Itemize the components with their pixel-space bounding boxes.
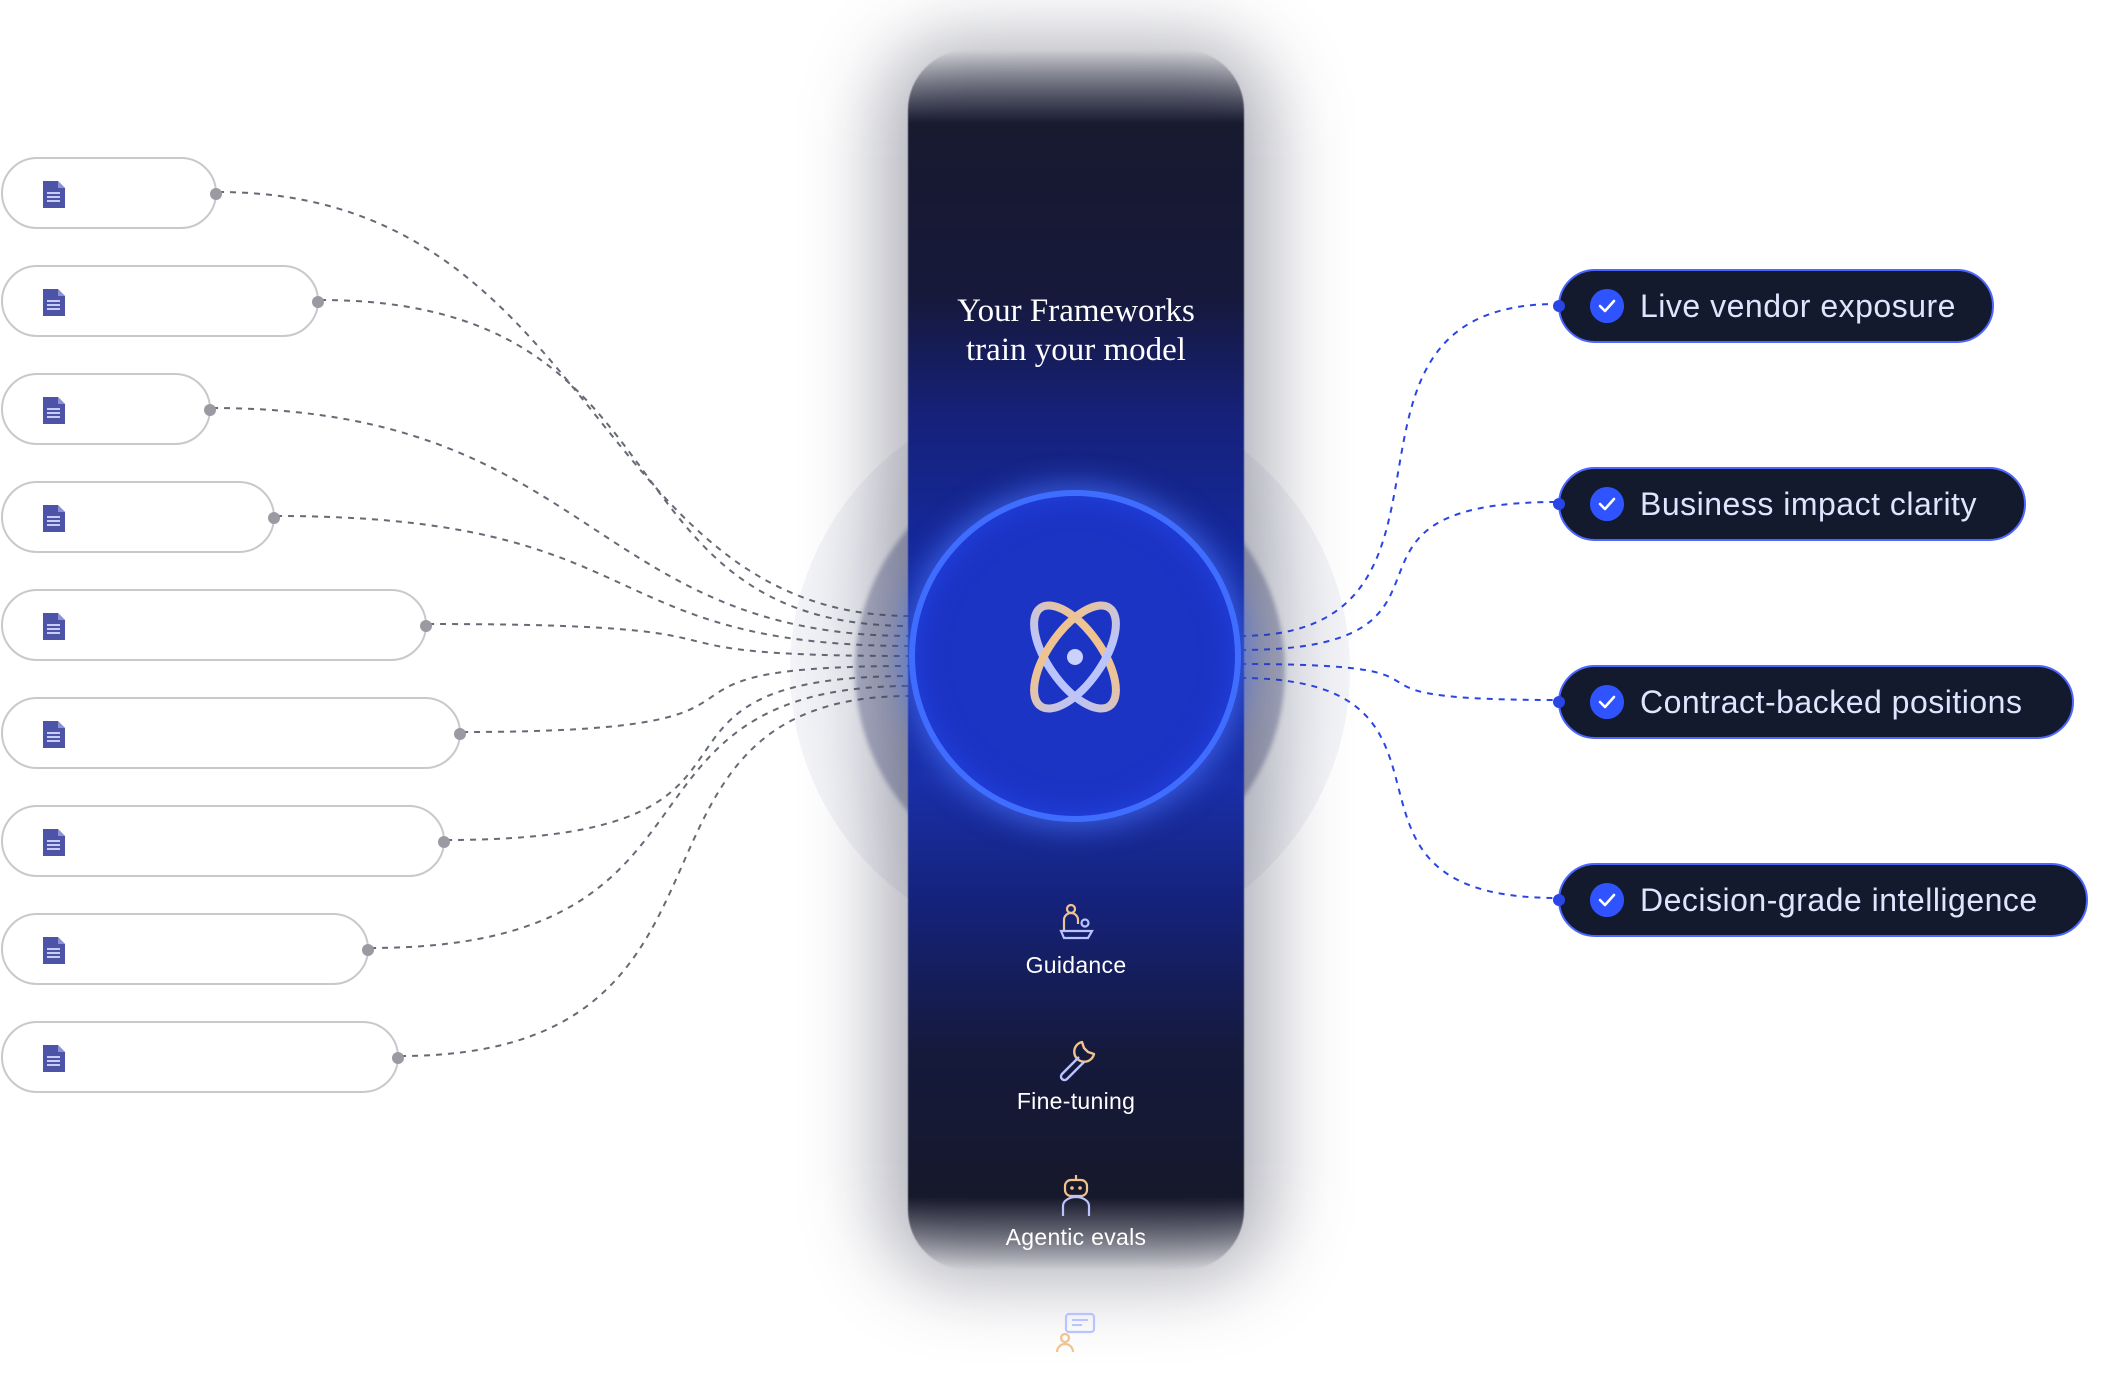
capability-label: Guidance [1025,952,1127,978]
document-icon [43,613,65,640]
connector-dot [1553,894,1565,906]
connector-dot [204,404,216,416]
outcome-label: Live vendor exposure [1640,288,1956,324]
document-icon [43,505,65,532]
source-connector [211,407,911,637]
check-icon [1590,883,1624,917]
capability-label: Fine-tuning [1016,1088,1136,1114]
wrench-icon [1059,1040,1096,1082]
outcome-label: Contract-backed positions [1640,684,2023,720]
capability-guidance: Guidance [908,900,1244,979]
connector-dot [1553,696,1565,708]
source-pill-1 [1,157,222,229]
column-title-line1: Your Frameworks [957,293,1195,329]
document-icon [43,937,65,964]
connector-dot [420,620,432,632]
source-connector [427,623,911,657]
document-icon [43,721,65,748]
source-pill-2 [1,265,324,337]
connector-dot [438,836,450,848]
outcome-connector [1239,303,1558,637]
outcome-label: Decision-grade intelligence [1640,882,2038,918]
connector-dot [210,188,222,200]
connector-dot [1553,300,1565,312]
outcome-connector [1239,501,1558,651]
person-laptop-icon [1059,903,1094,940]
source-pill-5 [1,589,432,661]
connector-dot [1553,498,1565,510]
source-pill-8 [1,913,374,985]
document-icon [43,829,65,856]
source-connector [399,695,911,1057]
column-title-line2: train your model [966,332,1186,368]
capability-fine-tuning: Fine-tuning [908,1036,1244,1115]
document-icon [43,289,65,316]
connector-dot [268,512,280,524]
source-connector [461,665,911,733]
source-connector [217,191,911,617]
source-pill-6 [1,697,466,769]
capability-agentic-evals: Agentic evals [908,1172,1244,1251]
source-connector [445,675,911,841]
connector-dot [312,296,324,308]
robot-icon [1061,1175,1091,1216]
source-pill-7 [1,805,450,877]
outcome-label: Business impact clarity [1640,486,1977,522]
source-connector [275,515,911,647]
check-icon [1590,289,1624,323]
outcome-connector [1239,663,1558,701]
document-icon [43,397,65,424]
outcome-pill-2: Business impact clarity [1553,467,2026,541]
atom-icon [1030,601,1120,713]
outcome-pill-1: Live vendor exposure [1553,269,1994,343]
source-connector [319,299,911,627]
check-icon [1590,685,1624,719]
capability-label: Agentic evals [1005,1224,1147,1250]
connector-dot [454,728,466,740]
source-pill-3 [1,373,216,445]
chat-person-icon [1055,1312,1096,1353]
column-title: Your Frameworks train your model [908,292,1244,370]
document-icon [43,1045,65,1072]
connector-dot [362,944,374,956]
connector-dot [392,1052,404,1064]
capability-chat [908,1308,1244,1360]
document-icon [43,181,65,208]
source-pill-4 [1,481,280,553]
outcome-pill-3: Contract-backed positions [1553,665,2074,739]
outcome-connector [1239,677,1558,899]
outcome-pill-4: Decision-grade intelligence [1553,863,2088,937]
source-pill-9 [1,1021,404,1093]
source-connector [369,685,911,949]
check-icon [1590,487,1624,521]
